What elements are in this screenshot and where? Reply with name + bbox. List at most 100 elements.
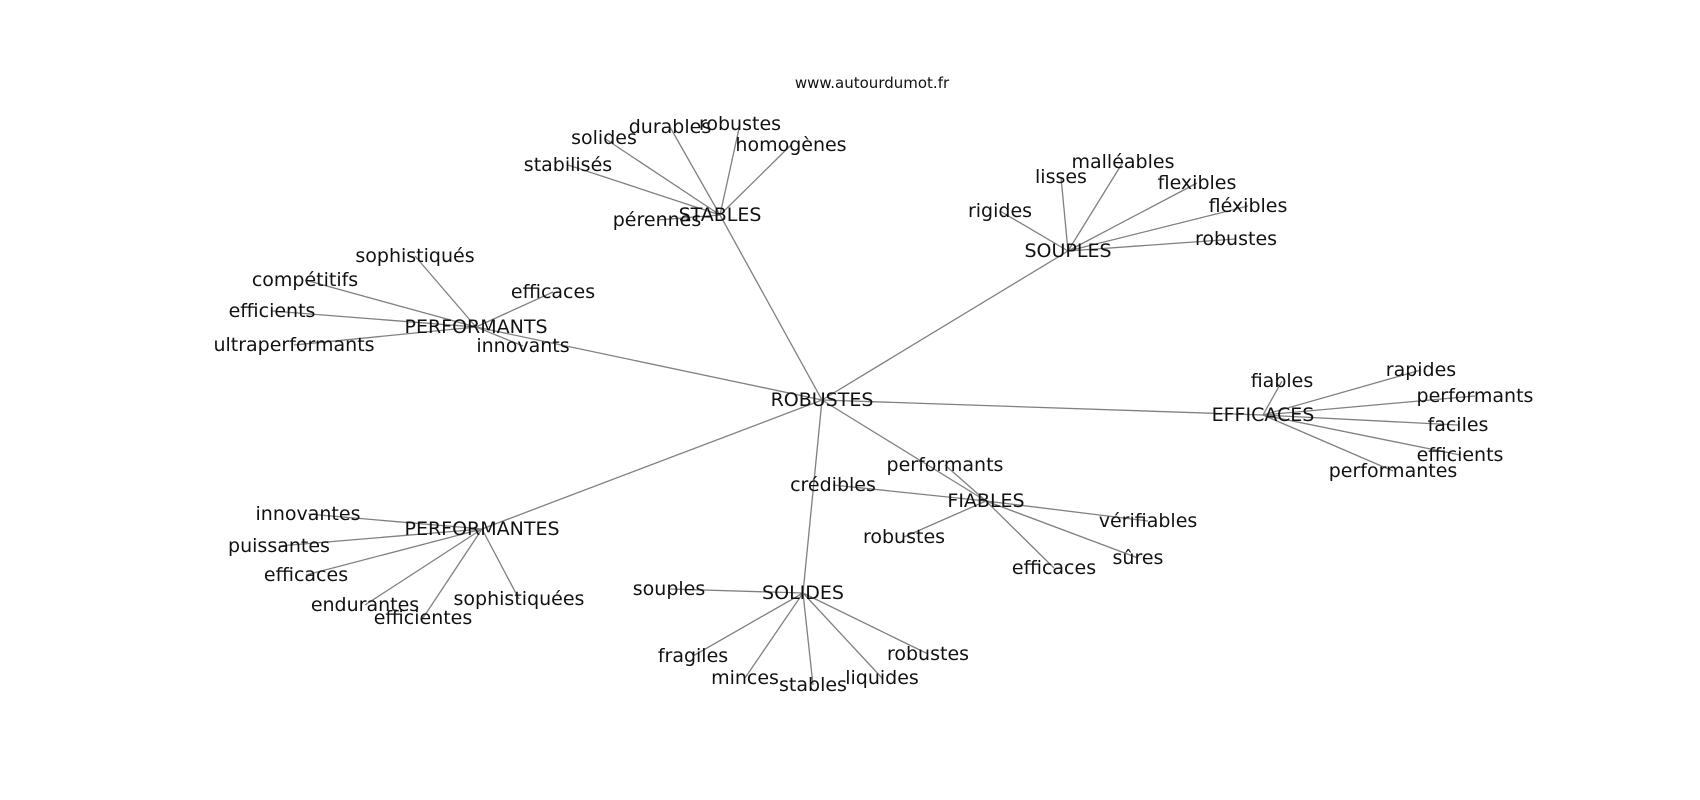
edge-efficaces-6 — [1262, 414, 1394, 472]
node-leaf-solides-6[interactable]: liquides — [845, 667, 919, 689]
node-leaf-souples-2[interactable]: malléables — [1072, 151, 1175, 173]
node-leaf-stables-5[interactable]: stabilisés — [524, 154, 612, 176]
edge-performantes-2 — [278, 528, 483, 547]
node-center[interactable]: ROBUSTES — [771, 389, 874, 411]
edge-robustes-performants — [475, 326, 823, 401]
node-leaf-efficaces-5[interactable]: efficients — [1417, 444, 1504, 466]
node-leaf-stables-6[interactable]: pérennes — [613, 209, 702, 231]
edge-robustes-performantes — [481, 399, 823, 530]
edge-fiables-4 — [903, 500, 987, 538]
node-leaf-performants-2[interactable]: compétitifs — [252, 269, 358, 291]
edge-solides-5 — [802, 592, 814, 686]
node-leaf-performantes-1[interactable]: innovantes — [256, 503, 361, 525]
label-layer: ROBUSTES STABLES SOUPLES PERFORMANTS EFFICAC… — [213, 113, 1533, 696]
node-leaf-efficaces-1[interactable]: fiables — [1251, 370, 1314, 392]
node-leaf-performantes-4[interactable]: endurantes — [311, 594, 419, 616]
edge-performantes-5 — [481, 528, 520, 600]
edge-robustes-souples — [821, 250, 1069, 401]
node-hub-performants[interactable]: PERFORMANTS — [404, 316, 547, 338]
node-leaf-fiables-1[interactable]: performants — [887, 454, 1004, 476]
node-leaf-fiables-5[interactable]: sûres — [1113, 547, 1164, 569]
edge-efficaces-5 — [1262, 414, 1461, 456]
node-leaf-souples-1[interactable]: lisses — [1035, 166, 1087, 188]
node-leaf-efficaces-6[interactable]: performantes — [1329, 460, 1458, 482]
edge-fiables-3 — [985, 500, 1149, 522]
node-leaf-performantes-2[interactable]: puissantes — [228, 535, 330, 557]
node-leaf-performants-4[interactable]: efficients — [229, 300, 316, 322]
node-leaf-souples-6[interactable]: robustes — [1195, 228, 1277, 250]
node-hub-efficaces[interactable]: EFFICACES — [1212, 404, 1315, 426]
node-hub-fiables[interactable]: FIABLES — [947, 490, 1024, 512]
source-label[interactable]: www.autourdumot.fr — [795, 74, 950, 92]
node-leaf-fiables-4[interactable]: robustes — [863, 526, 945, 548]
node-leaf-fiables-6[interactable]: efficaces — [1012, 557, 1096, 579]
edge-souples-4 — [1067, 205, 1249, 252]
node-leaf-performants-6[interactable]: innovants — [476, 335, 569, 357]
edge-solides-3 — [802, 592, 929, 655]
edge-efficaces-3 — [1262, 395, 1476, 416]
node-leaf-fiables-3[interactable]: vérifiables — [1099, 510, 1198, 532]
edge-fiables-2 — [832, 484, 987, 502]
edge-performantes-3 — [305, 528, 483, 576]
edge-robustes-efficaces — [821, 399, 1264, 416]
edge-efficaces-1 — [1262, 380, 1283, 416]
edge-fiables-5 — [985, 500, 1139, 559]
edge-robustes-solides — [802, 399, 823, 594]
node-leaf-performantes-3[interactable]: efficaces — [264, 564, 348, 586]
node-leaf-efficaces-2[interactable]: rapides — [1386, 359, 1456, 381]
node-leaf-performants-3[interactable]: efficaces — [511, 281, 595, 303]
edge-stables-4 — [719, 144, 792, 216]
edge-efficaces-2 — [1262, 369, 1422, 416]
edge-performants-3 — [475, 291, 554, 328]
edge-performantes-1 — [307, 513, 483, 530]
node-leaf-stables-1[interactable]: solides — [571, 127, 637, 149]
node-leaf-solides-3[interactable]: robustes — [887, 643, 969, 665]
edge-performantes-6 — [422, 528, 483, 619]
node-leaf-souples-3[interactable]: flexibles — [1158, 172, 1237, 194]
edge-stables-1 — [603, 137, 721, 216]
edge-stables-6 — [656, 214, 721, 221]
edge-solides-6 — [802, 592, 883, 679]
edge-solides-4 — [744, 592, 804, 679]
node-leaf-stables-3[interactable]: robustes — [699, 113, 781, 135]
edge-performants-4 — [271, 310, 477, 328]
edge-performants-2 — [304, 279, 477, 328]
node-leaf-performants-1[interactable]: sophistiqués — [355, 245, 474, 267]
node-hub-stables[interactable]: STABLES — [679, 204, 762, 226]
edge-souples-5 — [999, 210, 1069, 252]
edge-performants-1 — [414, 255, 477, 328]
node-hub-solides[interactable]: SOLIDES — [762, 582, 844, 604]
node-leaf-stables-4[interactable]: homogènes — [735, 134, 846, 156]
edge-souples-2 — [1067, 161, 1124, 252]
node-hub-performantes[interactable]: PERFORMANTES — [404, 518, 559, 540]
node-leaf-performantes-5[interactable]: sophistiquées — [454, 588, 585, 610]
node-leaf-performantes-6[interactable]: efficientes — [374, 607, 473, 629]
node-leaf-solides-4[interactable]: minces — [711, 667, 779, 689]
edge-layer — [271, 123, 1476, 686]
node-leaf-performants-5[interactable]: ultraperformants — [213, 334, 374, 356]
edge-souples-6 — [1067, 238, 1237, 252]
edge-souples-3 — [1067, 182, 1198, 252]
edge-robustes-fiables — [821, 399, 987, 502]
node-leaf-solides-5[interactable]: stables — [779, 674, 847, 696]
edge-fiables-6 — [985, 500, 1055, 569]
node-leaf-stables-2[interactable]: durables — [629, 116, 712, 138]
node-hub-souples[interactable]: SOUPLES — [1024, 240, 1111, 262]
node-leaf-solides-2[interactable]: fragiles — [658, 645, 728, 667]
edge-fiables-1 — [944, 464, 987, 502]
edge-solides-1 — [668, 588, 804, 594]
edge-stables-3 — [719, 123, 741, 216]
edge-souples-1 — [1060, 176, 1069, 252]
node-leaf-souples-5[interactable]: rigides — [968, 200, 1032, 222]
node-leaf-souples-4[interactable]: fléxibles — [1209, 195, 1288, 217]
edge-stables-2 — [669, 126, 721, 216]
node-leaf-fiables-2[interactable]: crédibles — [790, 474, 876, 496]
node-leaf-solides-1[interactable]: souples — [633, 578, 706, 600]
edge-performants-6 — [475, 326, 524, 347]
node-leaf-efficaces-4[interactable]: faciles — [1428, 414, 1489, 436]
edge-robustes-stables — [719, 214, 823, 401]
edge-performants-5 — [293, 326, 477, 346]
edge-efficaces-4 — [1262, 414, 1459, 426]
node-leaf-efficaces-3[interactable]: performants — [1417, 385, 1534, 407]
